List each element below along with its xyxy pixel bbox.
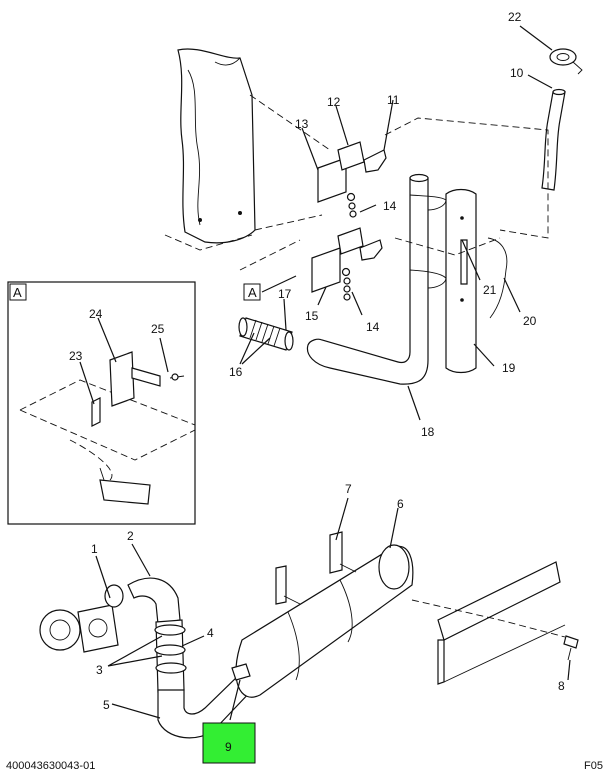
callout-labels: 22 10 12 11 13 14 21 20 19 18 15 14 17 1… bbox=[69, 10, 565, 712]
callout-12: 12 bbox=[327, 95, 341, 109]
callout-20: 20 bbox=[523, 314, 537, 328]
tail-pipe bbox=[541, 88, 566, 191]
frame-rail bbox=[411, 561, 566, 685]
shield-clamp bbox=[487, 237, 508, 319]
lower-bracket-assembly bbox=[311, 227, 383, 301]
callout-8: 8 bbox=[558, 679, 565, 693]
elbow-pipe bbox=[127, 577, 181, 625]
detail-leader-dash bbox=[69, 439, 113, 481]
callout-23: 23 bbox=[69, 349, 83, 363]
callout-4: 4 bbox=[207, 626, 214, 640]
view-a-callout-letter: A bbox=[248, 285, 257, 300]
cab-leader-dash bbox=[164, 234, 253, 251]
callout-9: 9 bbox=[225, 740, 232, 754]
callout-10: 10 bbox=[510, 66, 524, 80]
callout-5: 5 bbox=[103, 698, 110, 712]
pipe-coupler bbox=[154, 619, 187, 693]
callout-25: 25 bbox=[151, 322, 165, 336]
turbocharger bbox=[39, 604, 119, 653]
flex-pipe bbox=[238, 317, 294, 351]
rain-cap bbox=[549, 48, 583, 75]
callout-24: 24 bbox=[89, 307, 103, 321]
callout-16: 16 bbox=[229, 365, 243, 379]
callout-15: 15 bbox=[305, 309, 319, 323]
highlighted-callout-9[interactable]: 9 bbox=[202, 722, 256, 764]
callout-18: 18 bbox=[421, 425, 435, 439]
callout-11: 11 bbox=[387, 93, 400, 107]
upper-bracket-assembly bbox=[317, 141, 387, 218]
callout-22: 22 bbox=[508, 10, 522, 24]
callout-14-upper: 14 bbox=[383, 199, 397, 213]
gasket-ring bbox=[104, 584, 124, 608]
callout-1: 1 bbox=[91, 542, 98, 556]
callout-17: 17 bbox=[278, 287, 292, 301]
bolt bbox=[563, 635, 579, 661]
detail-box-letter: A bbox=[13, 285, 22, 300]
callout-19: 19 bbox=[502, 361, 516, 375]
cab-frame-dash bbox=[239, 94, 331, 271]
callout-6: 6 bbox=[397, 497, 404, 511]
callout-7: 7 bbox=[345, 482, 352, 496]
band-clamp bbox=[231, 663, 251, 681]
callout-14-lower: 14 bbox=[366, 320, 380, 334]
muffler bbox=[235, 544, 414, 698]
stack-outline-dash bbox=[384, 117, 549, 256]
footer-part-number: 400043630043-01 bbox=[6, 760, 95, 772]
heat-shield bbox=[445, 188, 477, 374]
callout-21: 21 bbox=[483, 283, 497, 297]
leader-lines bbox=[79, 25, 571, 721]
callout-13: 13 bbox=[295, 117, 309, 131]
cab-panel bbox=[177, 48, 256, 244]
detail-view-a bbox=[7, 281, 196, 525]
footer-page-code: F05 bbox=[584, 760, 603, 772]
callout-2: 2 bbox=[127, 529, 134, 543]
callout-3: 3 bbox=[96, 663, 103, 677]
view-a-callout: A bbox=[243, 283, 261, 301]
